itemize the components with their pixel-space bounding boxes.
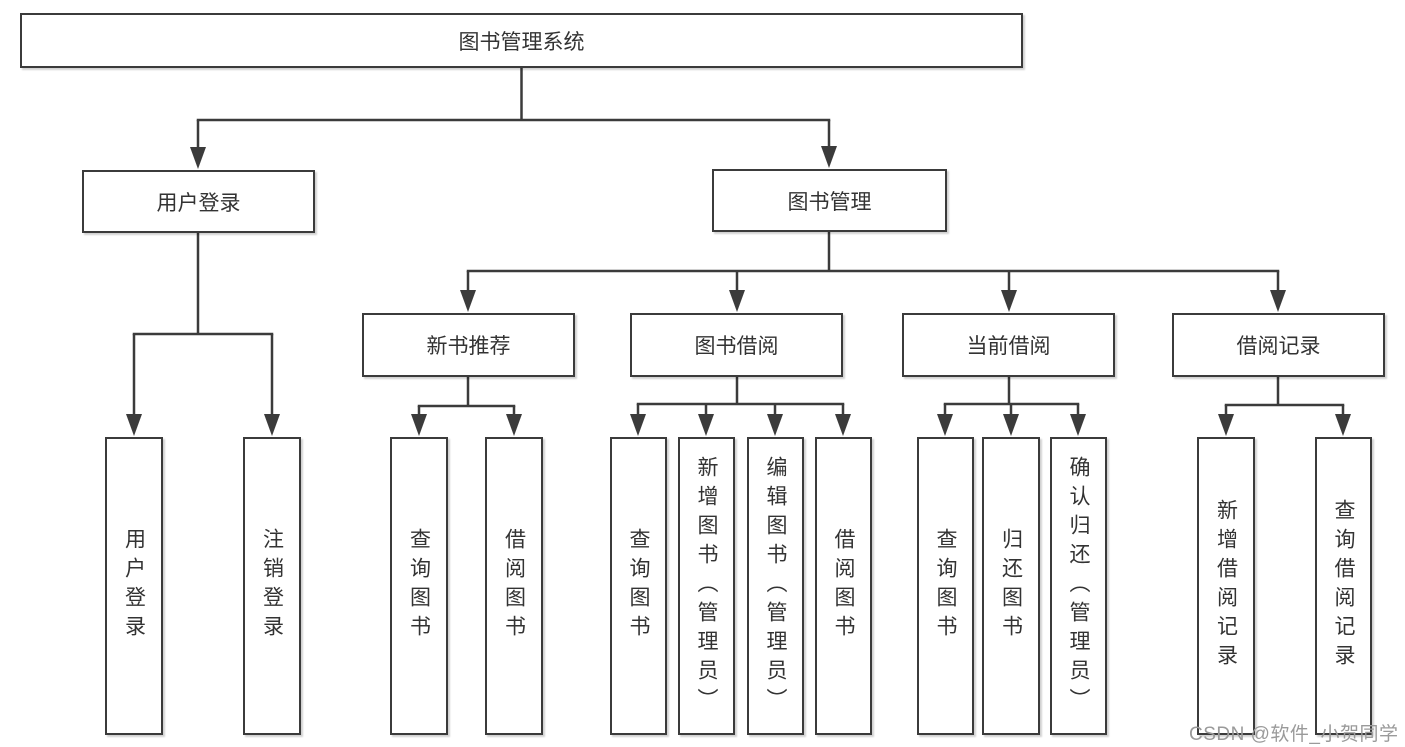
node-current-borrow: 当前借阅	[902, 313, 1115, 377]
node-leaf-logout: 注销登录	[243, 437, 301, 735]
node-borrow-records: 借阅记录	[1172, 313, 1385, 377]
node-root: 图书管理系统	[20, 13, 1023, 68]
node-leaf-query-books-b-label: 查询图书	[627, 528, 650, 644]
node-leaf-query-borrow-record: 查询借阅记录	[1315, 437, 1372, 735]
node-borrow-records-label: 借阅记录	[1236, 335, 1321, 358]
node-leaf-borrow-books-b-label: 借阅图书	[832, 528, 855, 644]
node-leaf-edit-books-admin: 编辑图书（管理员）	[747, 437, 804, 735]
node-new-book-recommend-label: 新书推荐	[426, 335, 511, 358]
node-leaf-query-borrow-record-label: 查询借阅记录	[1332, 499, 1355, 673]
node-leaf-user-login: 用户登录	[105, 437, 163, 735]
node-book-borrow: 图书借阅	[630, 313, 843, 377]
node-leaf-add-borrow-record-label: 新增借阅记录	[1214, 499, 1238, 673]
watermark: CSDN @软件_小贺同学	[1189, 724, 1399, 745]
node-leaf-return-books: 归还图书	[982, 437, 1040, 735]
node-leaf-borrow-books-a-label: 借阅图书	[502, 528, 526, 644]
node-new-book-recommend: 新书推荐	[362, 313, 575, 377]
node-user-login: 用户登录	[82, 170, 315, 233]
node-user-login-label: 用户登录	[156, 191, 241, 215]
node-leaf-confirm-return-admin: 确认归还（管理员）	[1050, 437, 1107, 735]
node-book-borrow-label: 图书借阅	[694, 335, 779, 358]
node-leaf-query-books-c-label: 查询图书	[934, 528, 957, 644]
node-leaf-borrow-books-a: 借阅图书	[485, 437, 543, 735]
node-root-label: 图书管理系统	[458, 30, 585, 54]
node-leaf-return-books-label: 归还图书	[999, 528, 1023, 644]
node-leaf-add-borrow-record: 新增借阅记录	[1197, 437, 1255, 735]
node-leaf-query-books-c: 查询图书	[917, 437, 974, 735]
node-current-borrow-label: 当前借阅	[966, 335, 1051, 358]
node-book-management-label: 图书管理	[787, 190, 872, 214]
node-leaf-add-books-admin-label: 新增图书（管理员）	[695, 455, 718, 717]
node-leaf-add-books-admin: 新增图书（管理员）	[678, 437, 735, 735]
node-leaf-query-books-a-label: 查询图书	[407, 528, 431, 644]
node-leaf-borrow-books-b: 借阅图书	[815, 437, 872, 735]
node-leaf-query-books-a: 查询图书	[390, 437, 448, 735]
node-book-management: 图书管理	[712, 169, 947, 232]
node-leaf-edit-books-admin-label: 编辑图书（管理员）	[764, 455, 787, 717]
node-leaf-query-books-b: 查询图书	[610, 437, 667, 735]
node-leaf-user-login-label: 用户登录	[122, 528, 146, 644]
node-leaf-confirm-return-admin-label: 确认归还（管理员）	[1067, 455, 1090, 717]
node-leaf-logout-label: 注销登录	[260, 528, 284, 644]
